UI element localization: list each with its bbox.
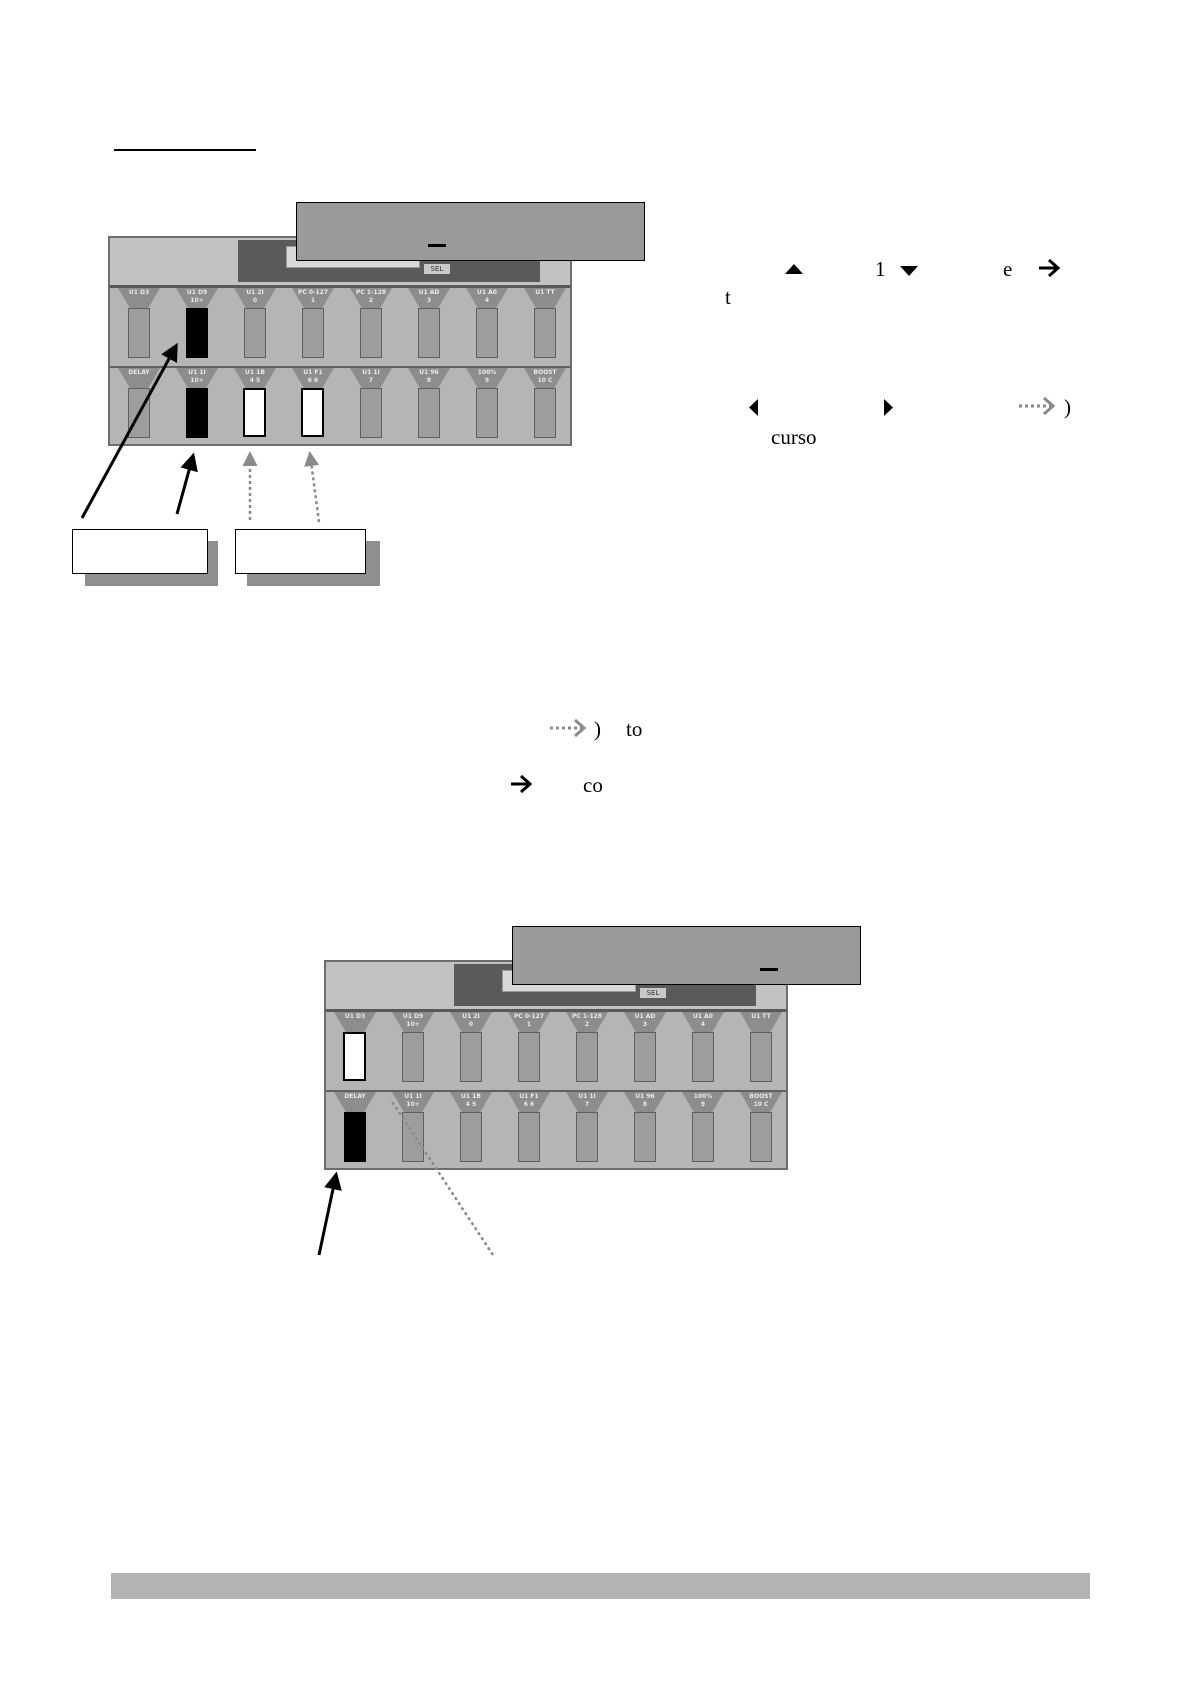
pedal-sublabel: 1 (508, 1021, 550, 1028)
text-cursor (760, 968, 778, 971)
callout-box-left (72, 529, 208, 574)
solid-arrow (82, 346, 176, 518)
triangle-up-icon (785, 264, 803, 275)
pedal-stem (518, 1032, 540, 1082)
pedal-stem (402, 1032, 424, 1082)
pedal-label: U1 D3 (334, 1013, 376, 1020)
triangle-left-icon (749, 399, 759, 416)
footswitch-pedal: PC 1-1282 (566, 1012, 608, 1084)
pedal-sublabel: 0 (450, 1021, 492, 1028)
dotted-arrow-right-icon (548, 717, 598, 739)
text-fragment: e (1003, 257, 1012, 281)
text-fragment: t (725, 285, 731, 309)
footswitch-pedal: U1 TT (740, 1012, 782, 1084)
pedal-sublabel: 2 (566, 1021, 608, 1028)
text-fragment: curso (771, 425, 817, 449)
pedal-stem (343, 1032, 366, 1081)
solid-arrow (177, 456, 193, 514)
triangle-right-icon (884, 399, 894, 416)
pedal-label: U1 1I (566, 1093, 608, 1100)
footswitch-pedal: U1 A04 (682, 1012, 724, 1084)
pedal-stem (750, 1032, 772, 1082)
solid-arrow (319, 1175, 336, 1255)
pedal-label: 100% (682, 1093, 724, 1100)
pedal-label: U1 D9 (392, 1013, 434, 1020)
text-fragment: 1 (875, 257, 886, 281)
arrow-right-icon (509, 773, 535, 795)
pedal-sublabel: 3 (624, 1021, 666, 1028)
lcd-overlay-2 (512, 926, 861, 985)
figure2-arrows (0, 1100, 1190, 1280)
display-tag: SEL (640, 988, 666, 998)
pedal-label: U1 AD (624, 1013, 666, 1020)
text-fragment: ) (1064, 395, 1071, 419)
dotted-arrow (310, 454, 319, 522)
pedal-label: U1 F1 (508, 1093, 550, 1100)
pedal-label: DELAY (334, 1093, 376, 1100)
pedal-label: PC 1-128 (566, 1013, 608, 1020)
triangle-down-icon (900, 266, 918, 277)
dotted-arrow-right-icon (1017, 395, 1067, 417)
pedal-label: U1 96 (624, 1093, 666, 1100)
footswitch-pedal: U1 D3 (334, 1012, 376, 1084)
pedal-stem (576, 1032, 598, 1082)
pedal-label: U1 TT (740, 1013, 782, 1020)
pedal-label: U1 A0 (682, 1013, 724, 1020)
dotted-arrow (366, 1100, 493, 1255)
pedal-label: U1 1I (392, 1093, 434, 1100)
pedal-label: BOOST (740, 1093, 782, 1100)
pedal-sublabel: 10+ (392, 1021, 434, 1028)
figure1-arrows (0, 0, 1190, 620)
pedal-sublabel: 4 (682, 1021, 724, 1028)
pedal-label: PC 0-127 (508, 1013, 550, 1020)
pedal-label: U1 1B (450, 1093, 492, 1100)
text-fragment: ) (594, 717, 601, 741)
pedal-stem (692, 1032, 714, 1082)
callout-box-right (235, 529, 366, 574)
footswitch-pedal: U1 D910+ (392, 1012, 434, 1084)
text-fragment: to (626, 717, 642, 741)
pedal-stem (634, 1032, 656, 1082)
pedal-label: U1 2I (450, 1013, 492, 1020)
arrow-right-icon (1037, 257, 1063, 279)
pedal-stem (460, 1032, 482, 1082)
footer-band (111, 1573, 1090, 1599)
text-fragment: co (583, 773, 603, 797)
